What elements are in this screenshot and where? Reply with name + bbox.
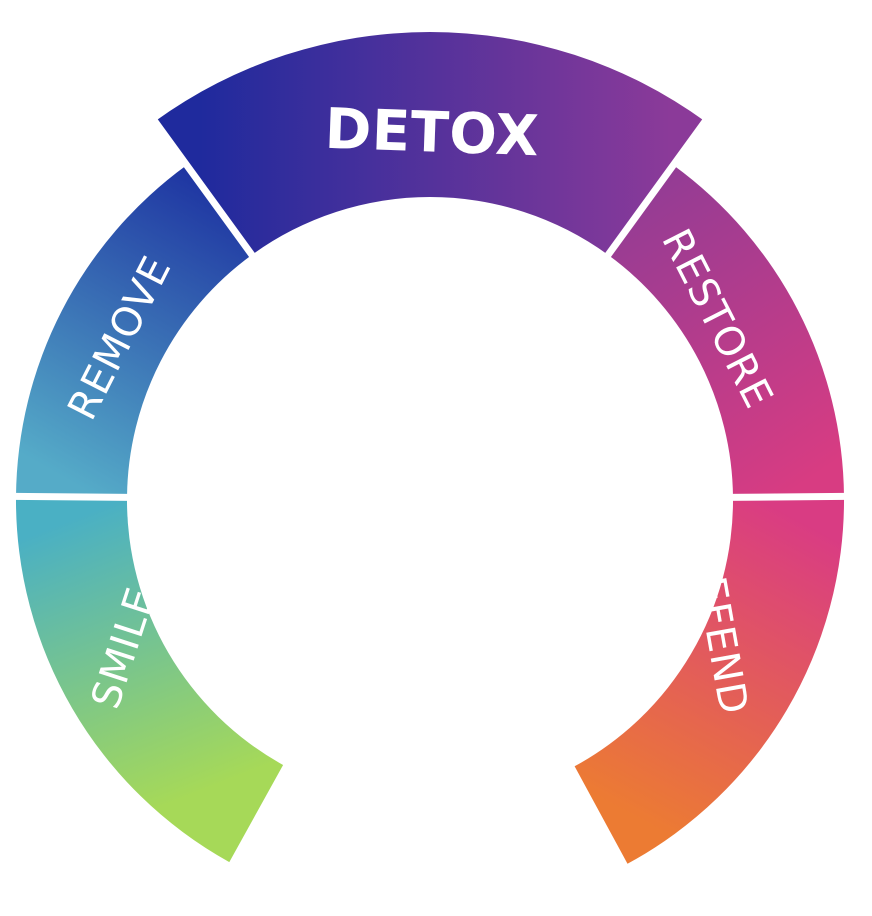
segment-separator xyxy=(0,492,133,501)
segment-separator xyxy=(147,113,258,261)
segment-remove xyxy=(16,165,252,498)
segment-separator xyxy=(727,492,872,501)
segment-defend xyxy=(574,496,845,864)
segment-separator xyxy=(602,113,713,261)
segment-restore xyxy=(608,165,844,498)
segment-label-detox: DETOX xyxy=(324,97,540,169)
segment-detox xyxy=(154,32,706,255)
segment-separators xyxy=(0,113,872,501)
segment-smile xyxy=(15,496,284,863)
